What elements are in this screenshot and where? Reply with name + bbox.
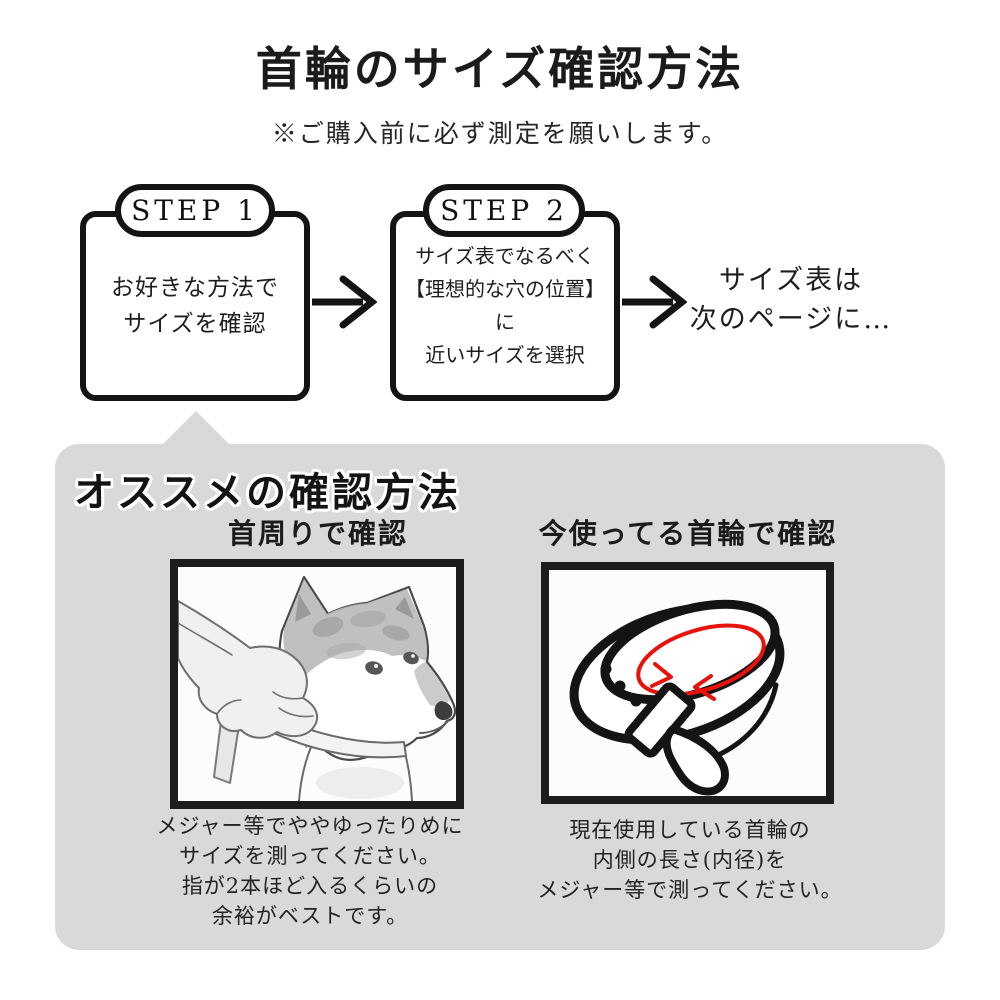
page-title: 首輪のサイズ確認方法 bbox=[255, 42, 745, 96]
collar-inner-length-illustration bbox=[541, 562, 834, 804]
page-subtitle: ※ご購入前に必ず測定を願いします。 bbox=[271, 119, 729, 148]
step-1-text: お好きな方法で サイズを確認 bbox=[111, 270, 279, 342]
step-1-box: お好きな方法で サイズを確認 bbox=[80, 211, 310, 401]
caption-line: メジャー等でややゆったりめに bbox=[156, 814, 464, 838]
caption-line: メジャー等で測ってください。 bbox=[537, 878, 843, 902]
caption-line: サイズを測ってください。 bbox=[179, 844, 441, 868]
next-page-note: サイズ表は 次のページに… bbox=[660, 261, 922, 339]
step-1-text-line: お好きな方法で bbox=[111, 275, 279, 301]
flow-arrow-icon bbox=[312, 275, 377, 329]
next-page-note-line: サイズ表は bbox=[718, 265, 864, 296]
flow-arrow-icon bbox=[622, 275, 687, 329]
method-1-caption: メジャー等でややゆったりめに サイズを測ってください。 指が2本ほど入るくらいの… bbox=[132, 811, 488, 931]
method-1-heading: 首周りで確認 bbox=[227, 517, 408, 550]
step-2-text: サイズ表でなるべく 【理想的な穴の位置】に 近いサイズを選択 bbox=[396, 240, 614, 372]
caption-line: 現在使用している首輪の bbox=[569, 818, 811, 842]
caption-line: 余裕がベストです。 bbox=[211, 904, 409, 928]
collar-illustration-drawing bbox=[549, 570, 826, 796]
recommended-methods-panel: オススメの確認方法 首周りで確認 今使ってる首輪で確認 bbox=[55, 444, 945, 950]
step-1-badge: STEP 1 bbox=[115, 184, 275, 237]
panel-title: オススメの確認方法 bbox=[74, 469, 461, 516]
step-2-text-line: 近いサイズを選択 bbox=[425, 343, 585, 367]
method-2-caption: 現在使用している首輪の 内側の長さ(内径)を メジャー等で測ってください。 bbox=[518, 815, 862, 905]
step-2-text-line: 【理想的な穴の位置】に bbox=[405, 277, 605, 334]
step-2-box: サイズ表でなるべく 【理想的な穴の位置】に 近いサイズを選択 bbox=[390, 211, 620, 401]
dog-illustration-drawing bbox=[178, 567, 456, 801]
caption-line: 指が2本ほど入るくらいの bbox=[181, 874, 439, 898]
method-2-heading: 今使ってる首輪で確認 bbox=[538, 517, 838, 550]
next-page-note-line: 次のページに… bbox=[689, 304, 893, 335]
panel-pointer-triangle bbox=[162, 411, 230, 445]
step-1-text-line: サイズを確認 bbox=[123, 311, 267, 337]
dog-neck-measuring-illustration bbox=[170, 559, 464, 809]
caption-line: 内側の長さ(内径)を bbox=[592, 848, 788, 872]
step-2-badge: STEP 2 bbox=[423, 184, 585, 237]
step-2-text-line: サイズ表でなるべく bbox=[415, 244, 595, 268]
